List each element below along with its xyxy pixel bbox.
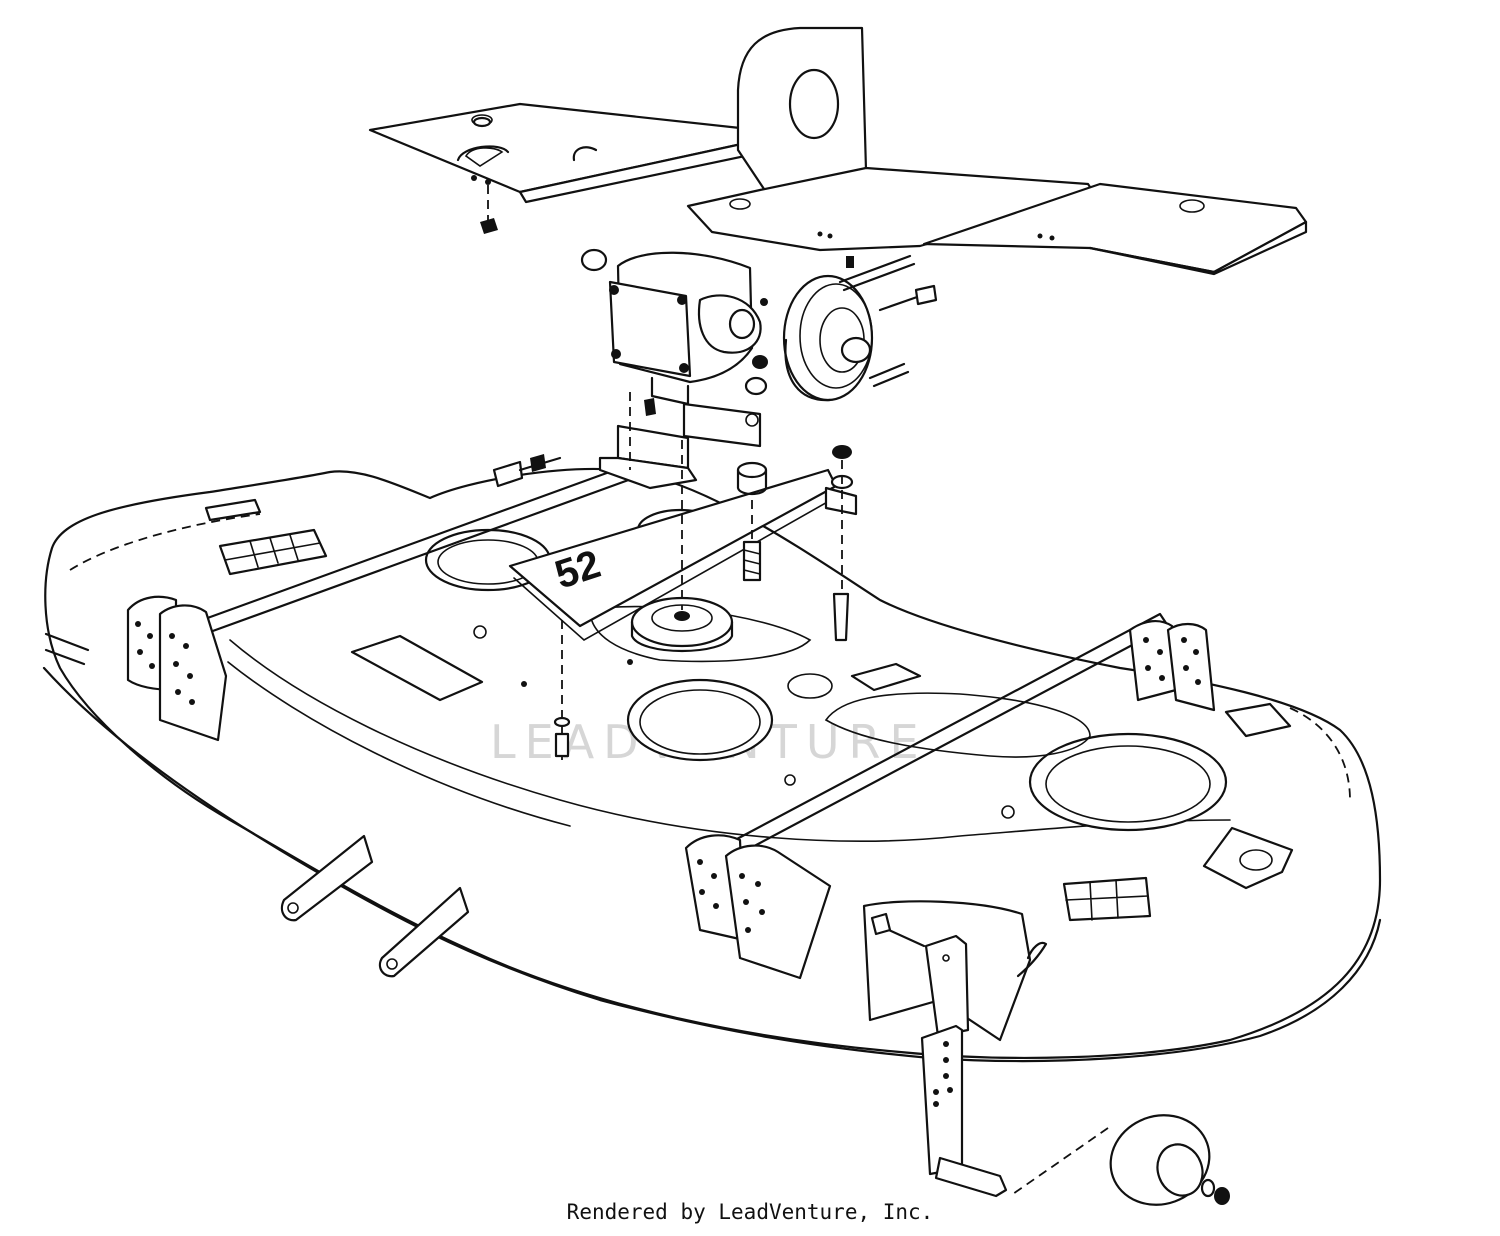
- washer-20: [752, 355, 768, 369]
- bolt-17: [878, 284, 938, 312]
- belt-shield-right-15: [922, 182, 1308, 276]
- clip-13: [456, 145, 510, 162]
- decal-2-warning: [218, 528, 328, 576]
- belt-shield-bracket-14: [736, 26, 868, 194]
- decal-40: [350, 634, 484, 702]
- nut-34: [1214, 1187, 1230, 1205]
- front-mount-arm-right: [378, 886, 470, 978]
- rear-hanger-rod: [684, 612, 1216, 980]
- washer-33: [1200, 1178, 1216, 1198]
- belt-guide-19: [868, 362, 910, 388]
- hardware-28: [832, 592, 850, 642]
- bushing-21: [744, 376, 768, 396]
- decal-31: [1202, 826, 1294, 890]
- bracket-25: [824, 486, 858, 516]
- clip-35: [1016, 941, 1048, 978]
- lock-nut-5: [530, 454, 546, 472]
- gearbox-8: [608, 251, 768, 406]
- decal-29: [850, 662, 922, 692]
- front-edge-detail: [44, 632, 90, 666]
- breather-cap-9: [580, 248, 608, 272]
- washer-12: [472, 116, 492, 128]
- drive-pulley-18: [782, 274, 874, 402]
- front-mount-arm-left: [280, 834, 374, 922]
- mount-bracket-22: [682, 402, 762, 448]
- assembly-guide-lines: [487, 170, 1109, 1197]
- set-screw-16: [846, 256, 854, 268]
- decal-2-lower: [1062, 876, 1152, 922]
- bolt-39: [553, 716, 571, 758]
- footer-credit: Rendered by LeadVenture, Inc.: [566, 1200, 934, 1224]
- decal-1: [204, 498, 262, 522]
- mount-bracket-6: [598, 424, 698, 490]
- belt-guide-19-upper: [838, 254, 916, 292]
- nut-10: [480, 218, 498, 234]
- key-7: [644, 398, 656, 416]
- spacer-26: [736, 461, 768, 496]
- nut-23: [832, 445, 852, 459]
- anti-scalp-wheel-32: [1109, 1114, 1211, 1206]
- hinge-bracket-37: [870, 912, 970, 1038]
- shoulder-bolt-27: [742, 540, 762, 582]
- decal-30: [1224, 702, 1292, 738]
- wheel-arm-36: [920, 1024, 1008, 1198]
- front-hanger-rod: [126, 464, 636, 742]
- belt-shield-left-11: [368, 102, 766, 204]
